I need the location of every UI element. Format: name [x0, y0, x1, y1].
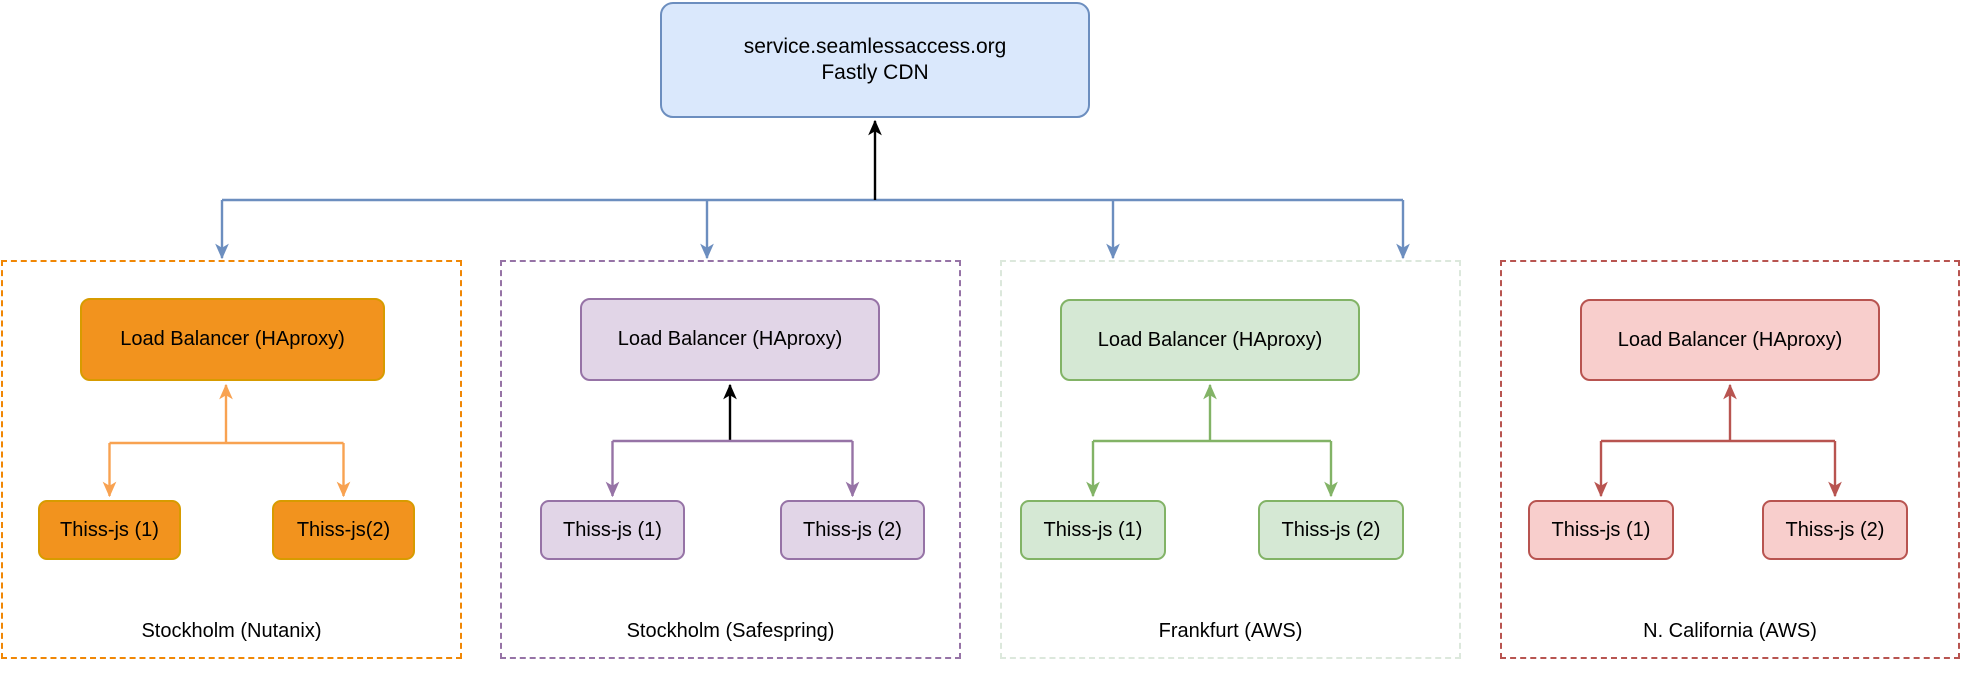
thiss-js-node-stockholm-safespring-2[interactable]: Thiss-js (2): [780, 500, 925, 560]
region-label-frankfurt-aws: Frankfurt (AWS): [1158, 620, 1303, 642]
cdn-node[interactable]: service.seamlessaccess.org Fastly CDN: [660, 2, 1090, 118]
load-balancer-stockholm-safespring[interactable]: Load Balancer (HAproxy): [580, 298, 880, 381]
region-label-stockholm-nutanix: Stockholm (Nutanix): [141, 620, 322, 642]
load-balancer-label: Load Balancer (HAproxy): [1617, 328, 1843, 351]
cdn-node-label: service.seamlessaccess.org Fastly CDN: [743, 35, 1007, 84]
thiss-js-node-n-california-aws-1[interactable]: Thiss-js (1): [1528, 500, 1674, 560]
region-stockholm-nutanix[interactable]: [1, 260, 462, 659]
thiss-js-node-label: Thiss-js (2): [803, 518, 902, 541]
thiss-js-node-stockholm-safespring-1[interactable]: Thiss-js (1): [540, 500, 685, 560]
region-label-stockholm-safespring: Stockholm (Safespring): [626, 620, 835, 642]
thiss-js-node-stockholm-nutanix-1[interactable]: Thiss-js (1): [38, 500, 181, 560]
load-balancer-frankfurt-aws[interactable]: Load Balancer (HAproxy): [1060, 299, 1360, 381]
load-balancer-stockholm-nutanix[interactable]: Load Balancer (HAproxy): [80, 298, 385, 381]
region-frankfurt-aws[interactable]: [1000, 260, 1461, 659]
thiss-js-node-label: Thiss-js (1): [1043, 518, 1143, 541]
thiss-js-node-n-california-aws-2[interactable]: Thiss-js (2): [1762, 500, 1908, 560]
thiss-js-node-label: Thiss-js (2): [1281, 518, 1381, 541]
region-stockholm-safespring[interactable]: [500, 260, 961, 659]
load-balancer-label: Load Balancer (HAproxy): [617, 328, 843, 351]
thiss-js-node-frankfurt-aws-2[interactable]: Thiss-js (2): [1258, 500, 1404, 560]
load-balancer-label: Load Balancer (HAproxy): [120, 328, 345, 351]
load-balancer-n-california-aws[interactable]: Load Balancer (HAproxy): [1580, 299, 1880, 381]
thiss-js-node-label: Thiss-js (1): [60, 518, 159, 541]
thiss-js-node-label: Thiss-js (2): [1785, 518, 1885, 541]
region-label-n-california-aws: N. California (AWS): [1643, 620, 1817, 642]
thiss-js-node-frankfurt-aws-1[interactable]: Thiss-js (1): [1020, 500, 1166, 560]
load-balancer-label: Load Balancer (HAproxy): [1097, 328, 1323, 351]
thiss-js-node-label: Thiss-js (1): [1551, 518, 1651, 541]
region-n-california-aws[interactable]: [1500, 260, 1960, 659]
thiss-js-node-label: Thiss-js (1): [563, 518, 662, 541]
thiss-js-node-stockholm-nutanix-2[interactable]: Thiss-js(2): [272, 500, 415, 560]
thiss-js-node-label: Thiss-js(2): [296, 518, 391, 541]
